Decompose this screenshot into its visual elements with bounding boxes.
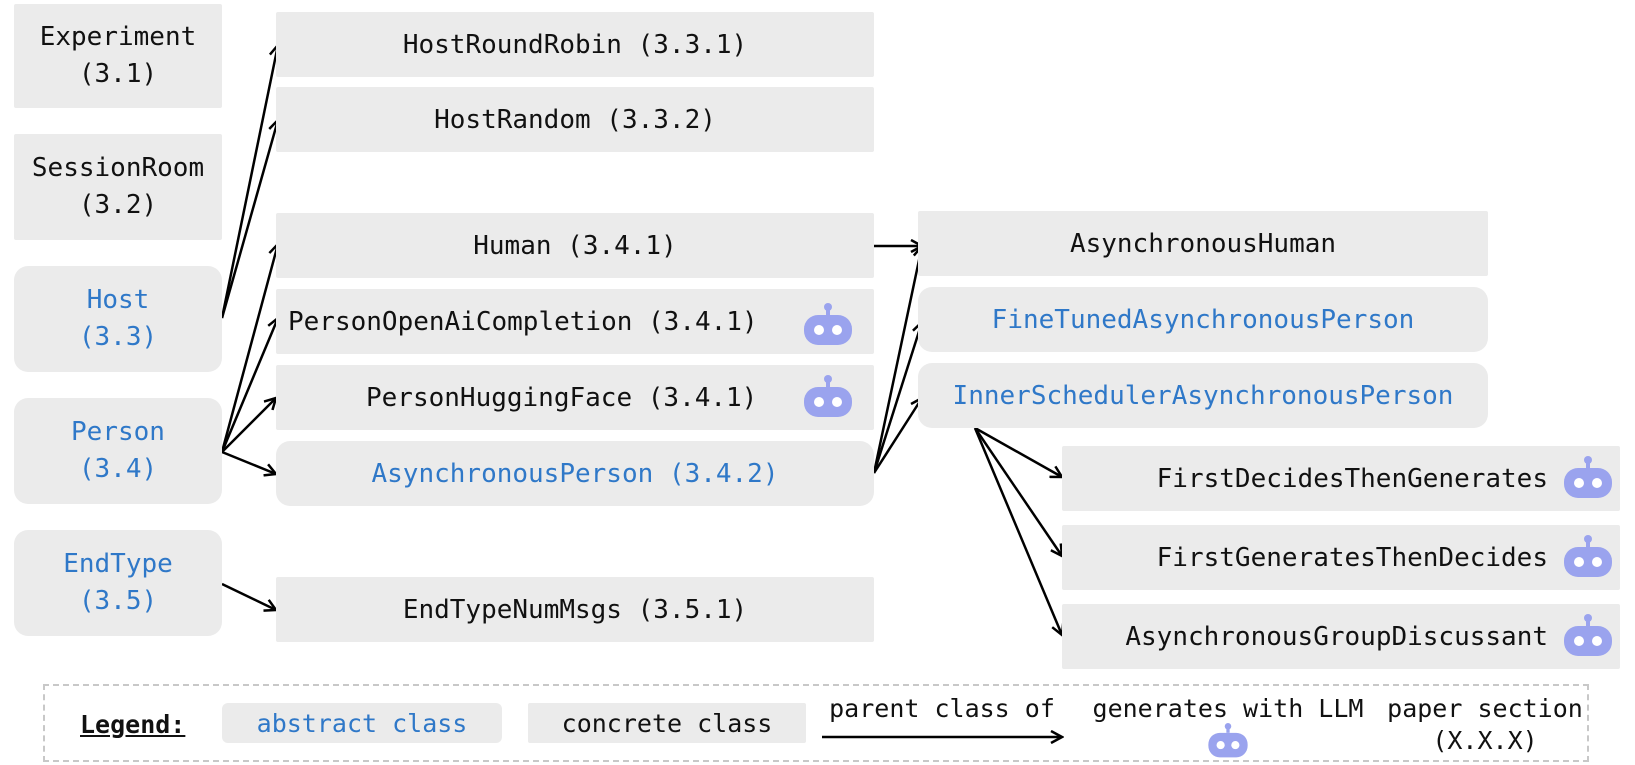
class-firstdecidesthengenerates: FirstDecidesThenGenerates (1062, 446, 1620, 511)
robot-icon (804, 303, 852, 345)
arrow-host-to-hostrandom (220, 120, 278, 319)
legend-abstract-class: abstract class (222, 703, 502, 743)
class-name: EndType (63, 549, 173, 579)
paper-section: (3.5) (78, 586, 158, 616)
class-person: Person (3.4) (14, 398, 222, 504)
legend-abstract-label: abstract class (256, 708, 468, 738)
class-label: HostRandom (3.3.2) (434, 104, 716, 135)
paper-section: (3.1) (78, 59, 158, 89)
class-host: Host (3.3) (14, 266, 222, 372)
paper-section: (3.3) (78, 322, 158, 352)
robot-icon (1564, 535, 1612, 577)
arrow-person-to-personhf (221, 398, 276, 453)
arrow-endtype-to-endtypenummsgs (221, 582, 276, 610)
class-hostrandom: HostRandom (3.3.2) (276, 87, 874, 152)
legend-section-format: (X.X.X) (1432, 726, 1538, 755)
class-firstgeneratesthendecides: FirstGeneratesThenDecides (1062, 525, 1620, 590)
arrow-innersched-to-firstdecides (974, 426, 1062, 477)
class-personhuggingface: PersonHuggingFace (3.4.1) (276, 365, 874, 430)
legend-concrete-class: concrete class (528, 703, 806, 743)
paper-section: (3.4) (78, 454, 158, 484)
class-human: Human (3.4.1) (276, 213, 874, 278)
arrow-host-to-hostroundrobin (220, 45, 278, 319)
class-endtypenummsgs: EndTypeNumMsgs (3.5.1) (276, 577, 874, 642)
arrow-person-to-human (220, 244, 278, 453)
class-endtype: EndType (3.5) (14, 530, 222, 636)
robot-icon (1564, 456, 1612, 498)
legend-section-label: paper section (1387, 694, 1583, 723)
legend-robot-icon (1208, 723, 1248, 758)
paper-section: (3.2) (78, 190, 158, 220)
class-label: InnerSchedulerAsynchronousPerson (952, 380, 1454, 411)
arrow-innersched-to-groupdiscussant (973, 427, 1062, 635)
class-label: FirstDecidesThenGenerates (1156, 463, 1548, 494)
class-label: FineTunedAsynchronousPerson (991, 304, 1415, 335)
class-finetunedasynchronousperson: FineTunedAsynchronousPerson (918, 287, 1488, 352)
class-innerschedulerasynchronousperson: InnerSchedulerAsynchronousPerson (918, 363, 1488, 428)
class-label: Human (3.4.1) (473, 230, 677, 261)
arrow-asyncperson-to-asynchuman (872, 246, 922, 474)
class-label: PersonHuggingFace (3.4.1) (366, 382, 758, 413)
robot-icon (804, 375, 852, 417)
legend-concrete-label: concrete class (561, 708, 773, 738)
legend-title: Legend: (80, 710, 186, 739)
legend-parent-label: parent class of (829, 694, 1055, 723)
arrow-person-to-asyncperson (221, 450, 276, 474)
class-label: AsynchronousHuman (1069, 228, 1337, 259)
class-experiment: Experiment (3.1) (14, 4, 222, 108)
class-personopenaicompletion: PersonOpenAiCompletion (3.4.1) (276, 289, 874, 354)
class-name: Experiment (39, 22, 197, 52)
class-sessionroom: SessionRoom (3.2) (14, 134, 222, 240)
class-name: Host (86, 285, 150, 315)
class-hostroundrobin: HostRoundRobin (3.3.1) (276, 12, 874, 77)
class-asynchronousgroupdiscussant: AsynchronousGroupDiscussant (1062, 604, 1620, 669)
arrow-person-to-personopenai (220, 318, 278, 453)
arrow-asyncperson-to-finetuned (872, 322, 922, 474)
arrow-innersched-to-firstgenerates (973, 427, 1062, 556)
class-label: FirstGeneratesThenDecides (1156, 542, 1548, 573)
class-name: Person (71, 417, 165, 447)
class-label: EndTypeNumMsgs (3.5.1) (402, 594, 748, 625)
legend-llm-label: generates with LLM (1092, 694, 1364, 723)
class-asynchronousperson: AsynchronousPerson (3.4.2) (276, 441, 874, 506)
arrow-asyncperson-to-innersched (872, 398, 922, 474)
class-label: AsynchronousGroupDiscussant (1125, 621, 1548, 652)
robot-icon (1564, 614, 1612, 656)
class-asynchronoushuman: AsynchronousHuman (918, 211, 1488, 276)
class-label: PersonOpenAiCompletion (3.4.1) (288, 306, 758, 337)
class-label: AsynchronousPerson (3.4.2) (371, 458, 779, 489)
class-label: HostRoundRobin (3.3.1) (402, 29, 748, 60)
class-name: SessionRoom (31, 153, 205, 183)
legend-frame (43, 684, 1589, 762)
